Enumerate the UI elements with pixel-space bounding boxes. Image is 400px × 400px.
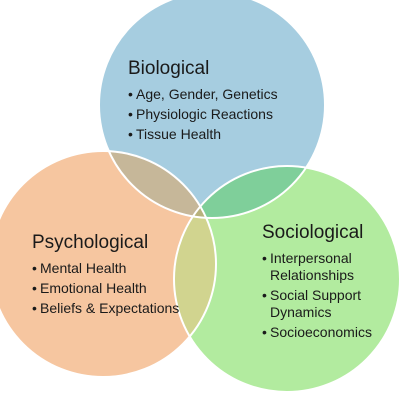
biological-item: Age, Gender, Genetics xyxy=(128,86,328,103)
biological-item: Physiologic Reactions xyxy=(128,106,328,123)
psychological-item: Mental Health xyxy=(32,260,182,277)
psychological-block: Psychological Mental Health Emotional He… xyxy=(32,232,182,320)
sociological-item: Social Support Dynamics xyxy=(262,287,392,321)
sociological-list: Interpersonal Relationships Social Suppo… xyxy=(262,250,392,341)
psychological-item: Emotional Health xyxy=(32,280,182,297)
biological-block: Biological Age, Gender, Genetics Physiol… xyxy=(128,58,328,146)
biological-list: Age, Gender, Genetics Physiologic Reacti… xyxy=(128,86,328,143)
sociological-item: Socioeconomics xyxy=(262,324,392,341)
psychological-heading: Psychological xyxy=(32,232,149,253)
biological-item: Tissue Health xyxy=(128,126,328,143)
psychological-item: Beliefs & Expectations xyxy=(32,300,182,317)
biological-heading: Biological xyxy=(128,58,210,79)
sociological-block: Sociological Interpersonal Relationships… xyxy=(262,222,392,344)
sociological-heading: Sociological xyxy=(262,222,364,243)
biological-outline xyxy=(98,0,326,219)
psychological-list: Mental Health Emotional Health Beliefs &… xyxy=(32,260,182,317)
sociological-outline xyxy=(173,165,400,393)
sociological-item: Interpersonal Relationships xyxy=(262,250,392,284)
psychological-outline xyxy=(0,150,217,378)
